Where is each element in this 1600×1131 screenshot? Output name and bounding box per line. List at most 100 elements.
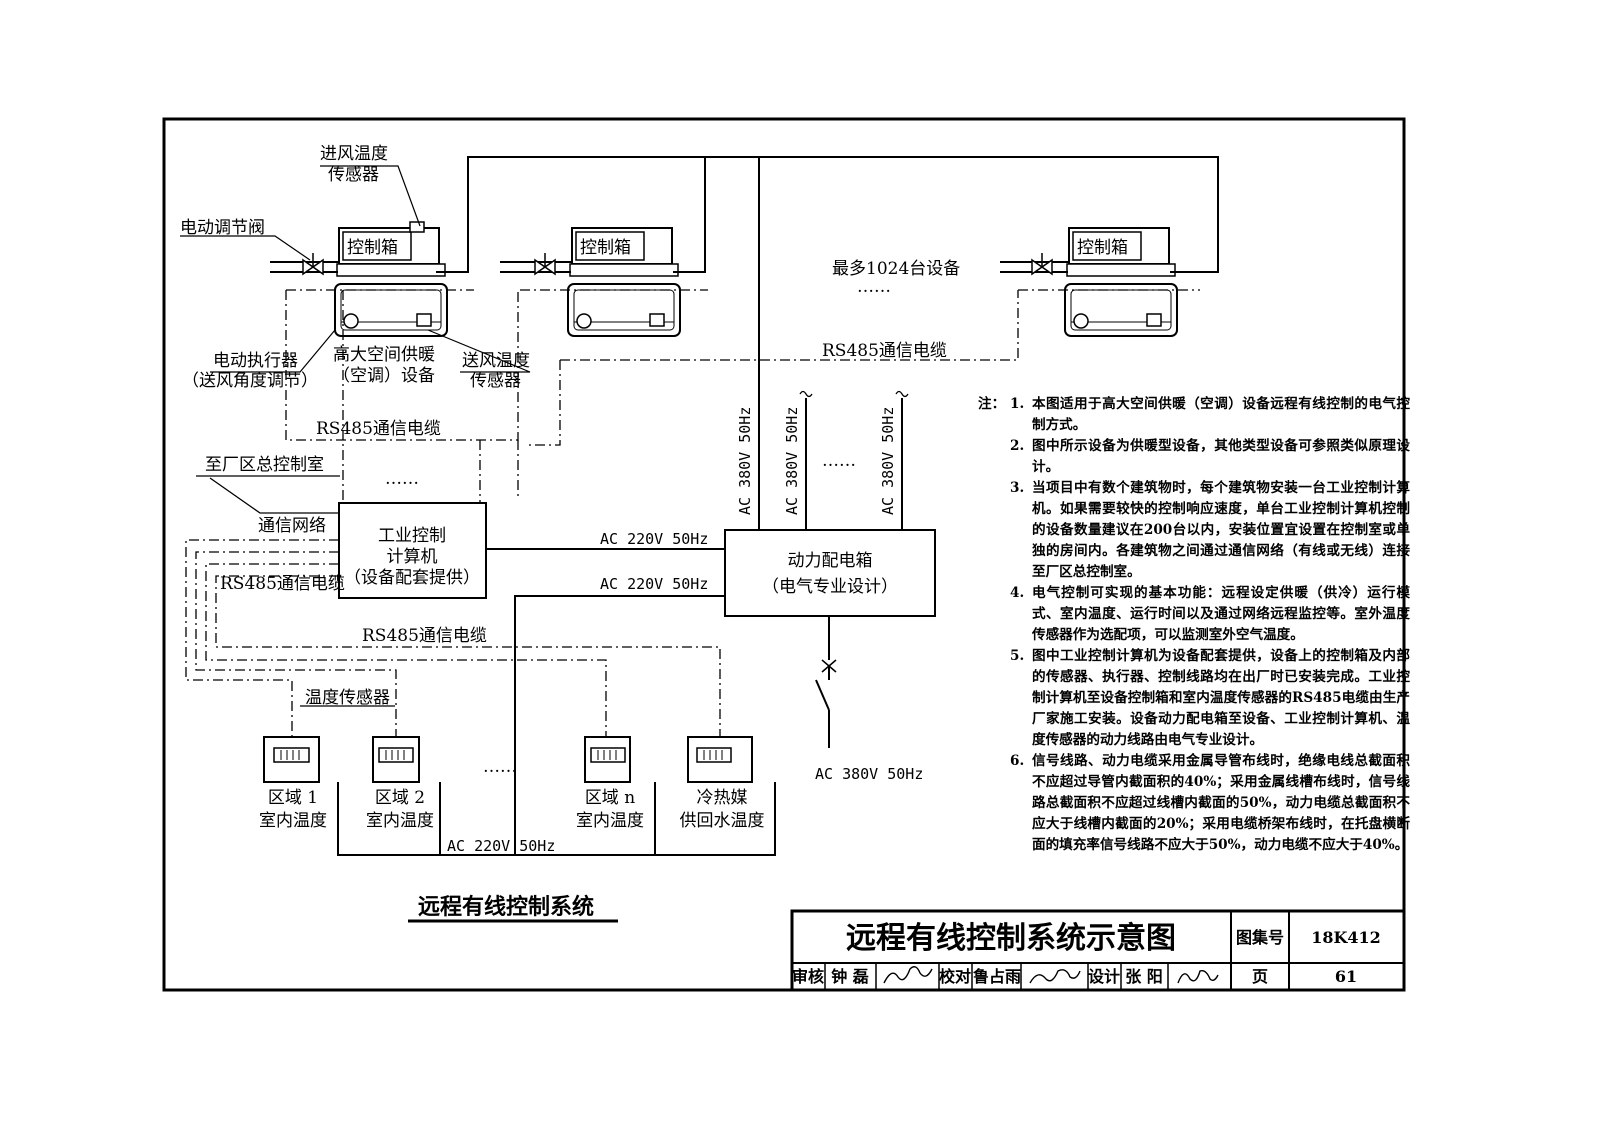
- ipc-label-3: （设备配套提供）: [344, 568, 480, 588]
- designer-signature: [1177, 969, 1219, 984]
- page-number: 61: [1335, 967, 1357, 986]
- control-box-label-2: 控制箱: [580, 238, 631, 258]
- note-item: 5. 图中工业控制计算机为设备配套提供，设备上的控制箱及内部的传感器、执行器、控制…: [1010, 646, 1410, 751]
- page-label: 页: [1252, 967, 1268, 986]
- note-text: 图中所示设备为供暖型设备，其他类型设备可参照类似原理设计。: [1032, 438, 1410, 475]
- max-devices-label: 最多1024台设备: [832, 259, 960, 279]
- rs485-unit-lines: [285, 289, 1200, 503]
- ac380-label-3: AC 380V 50Hz: [879, 407, 897, 515]
- feeder-ellipsis: ……: [822, 451, 856, 471]
- review-label: 审核: [792, 967, 824, 986]
- atlas-number: 18K412: [1311, 928, 1381, 947]
- ipc-ellipsis: ……: [385, 469, 419, 489]
- inlet-sensor-label-2: 传感器: [328, 165, 379, 185]
- zonen-label-1: 区域 n: [585, 788, 635, 808]
- note-number: 5.: [1010, 648, 1025, 664]
- sensors-ellipsis: ……: [483, 757, 517, 777]
- design-label: 设计: [1088, 967, 1120, 986]
- power-bus-top: [436, 156, 1219, 530]
- drawing-frame: [162, 117, 1406, 992]
- note-text: 信号线路、动力电缆采用金属导管布线时，绝缘电线总截面积不应超过导管内截面积的40…: [1032, 753, 1410, 853]
- rs485-label-mid: RS485通信电缆: [316, 419, 441, 439]
- hvac-unit-label-2: （空调）设备: [333, 366, 435, 386]
- actuator-label-2: （送风角度调节）: [182, 371, 318, 391]
- power-box-label-1: 动力配电箱: [788, 551, 873, 571]
- note-number: 2.: [1010, 438, 1025, 454]
- to-plant-control-room-label: 至厂区总控制室: [205, 455, 324, 475]
- control-box-label-1: 控制箱: [347, 238, 398, 258]
- note-number: 6.: [1010, 753, 1025, 769]
- zone2-label-1: 区域 2: [375, 788, 425, 808]
- note-item: 4. 电气控制可实现的基本功能：远程设定供暖（供冷）运行模式、室内温度、运行时间以…: [1010, 583, 1410, 646]
- ipc-label-1: 工业控制: [378, 526, 446, 546]
- hvac-unit-1: 控制箱: [334, 221, 448, 337]
- note-number: 1.: [1010, 396, 1025, 412]
- ipc-label-2: 计算机: [387, 547, 438, 567]
- check-label: 校对: [939, 967, 971, 986]
- hvac-unit-3: 控制箱: [1064, 227, 1178, 337]
- leader-lines: [180, 165, 531, 373]
- plant-link: [196, 475, 340, 514]
- medium-temp-label-2: 供回水温度: [680, 811, 765, 831]
- sensor-zone-2: 区域 2 室内温度: [366, 736, 434, 831]
- supply-sensor-label-2: 传感器: [470, 371, 521, 391]
- ac220-label-1: AC 220V 50Hz: [600, 530, 708, 548]
- notes-section: 注： 1. 本图适用于高大空间供暖（空调）设备远程有线控制的电气控制方式。 2. 图中…: [978, 394, 1410, 856]
- supply-sensor-label-1: 送风温度: [462, 351, 530, 371]
- power-distribution-box: 动力配电箱 （电气专业设计）: [724, 529, 936, 617]
- notes-heading: 注：: [978, 396, 1006, 412]
- zonen-label-2: 室内温度: [576, 811, 644, 831]
- valve-pipes: [270, 253, 1068, 276]
- hvac-unit-2: 控制箱: [567, 227, 681, 337]
- reviewer-signature: [883, 966, 933, 984]
- industrial-pc: 工业控制 计算机 （设备配套提供）: [338, 502, 487, 599]
- control-box-label-3: 控制箱: [1077, 238, 1128, 258]
- ac380-feeders: [799, 390, 909, 748]
- diagram-caption: 远程有线控制系统: [418, 894, 594, 920]
- designer-name: 张 阳: [1125, 967, 1163, 986]
- note-item: 3. 当项目中有数个建筑物时，每个建筑物安装一台工业控制计算机。如果需要较快的控制…: [1010, 478, 1410, 583]
- ac380-mains-label: AC 380V 50Hz: [815, 765, 923, 783]
- temp-sensor-label: 温度传感器: [305, 688, 390, 708]
- inlet-sensor-label-1: 进风温度: [320, 144, 388, 164]
- comm-network-label: 通信网络: [258, 516, 326, 536]
- ac380-label-1: AC 380V 50Hz: [736, 407, 754, 515]
- medium-temp-label-1: 冷热媒: [697, 788, 748, 808]
- rs485-sensor-lines: [185, 539, 721, 737]
- title-block: [790, 909, 1406, 992]
- ac220-label-3: AC 220V 50Hz: [447, 837, 555, 855]
- hvac-unit-label-1: 高大空间供暖: [333, 345, 435, 365]
- note-item: 1. 本图适用于高大空间供暖（空调）设备远程有线控制的电气控制方式。: [1010, 394, 1410, 436]
- note-item: 6. 信号线路、动力电缆采用金属导管布线时，绝缘电线总截面积不应超过导管内截面积的…: [1010, 751, 1410, 856]
- drawing-title: 远程有线控制系统示意图: [846, 921, 1176, 956]
- rs485-label-top: RS485通信电缆: [822, 341, 947, 361]
- note-item: 2. 图中所示设备为供暖型设备，其他类型设备可参照类似原理设计。: [1010, 436, 1410, 478]
- ac220-lines: [337, 548, 776, 856]
- note-number: 4.: [1010, 585, 1025, 601]
- rs485-label-ipc: RS485通信电缆: [220, 574, 345, 594]
- note-text: 本图适用于高大空间供暖（空调）设备远程有线控制的电气控制方式。: [1032, 396, 1410, 433]
- zone1-label-2: 室内温度: [259, 811, 327, 831]
- sensor-zone-n: 区域 n 室内温度: [576, 736, 644, 831]
- sensor-zone-1: 区域 1 室内温度: [259, 736, 327, 831]
- checker-signature: [1029, 969, 1081, 984]
- units-ellipsis: ……: [857, 277, 891, 297]
- ac380-label-2: AC 380V 50Hz: [783, 407, 801, 515]
- electric-valve-label: 电动调节阀: [180, 218, 265, 238]
- note-text: 当项目中有数个建筑物时，每个建筑物安装一台工业控制计算机。如果需要较快的控制响应…: [1032, 480, 1410, 580]
- zone2-label-2: 室内温度: [366, 811, 434, 831]
- power-box-label-2: （电气专业设计）: [762, 577, 898, 597]
- ac220-label-2: AC 220V 50Hz: [600, 575, 708, 593]
- actuator-label-1: 电动执行器: [213, 351, 298, 371]
- checker-name: 鲁占雨: [972, 967, 1021, 986]
- rs485-label-sensors: RS485通信电缆: [362, 626, 487, 646]
- note-number: 3.: [1010, 480, 1025, 496]
- atlas-label: 图集号: [1236, 928, 1284, 947]
- zone1-label-1: 区域 1: [268, 788, 318, 808]
- note-text: 电气控制可实现的基本功能：远程设定供暖（供冷）运行模式、室内温度、运行时间以及通…: [1032, 585, 1410, 643]
- sensor-medium-temp: 冷热媒 供回水温度: [680, 736, 765, 831]
- notes-list: 1. 本图适用于高大空间供暖（空调）设备远程有线控制的电气控制方式。 2. 图中所示设…: [978, 394, 1410, 856]
- reviewer-name: 钟 磊: [831, 967, 869, 986]
- note-text: 图中工业控制计算机为设备配套提供，设备上的控制箱及内部的传感器、执行器、控制线路…: [1032, 648, 1410, 748]
